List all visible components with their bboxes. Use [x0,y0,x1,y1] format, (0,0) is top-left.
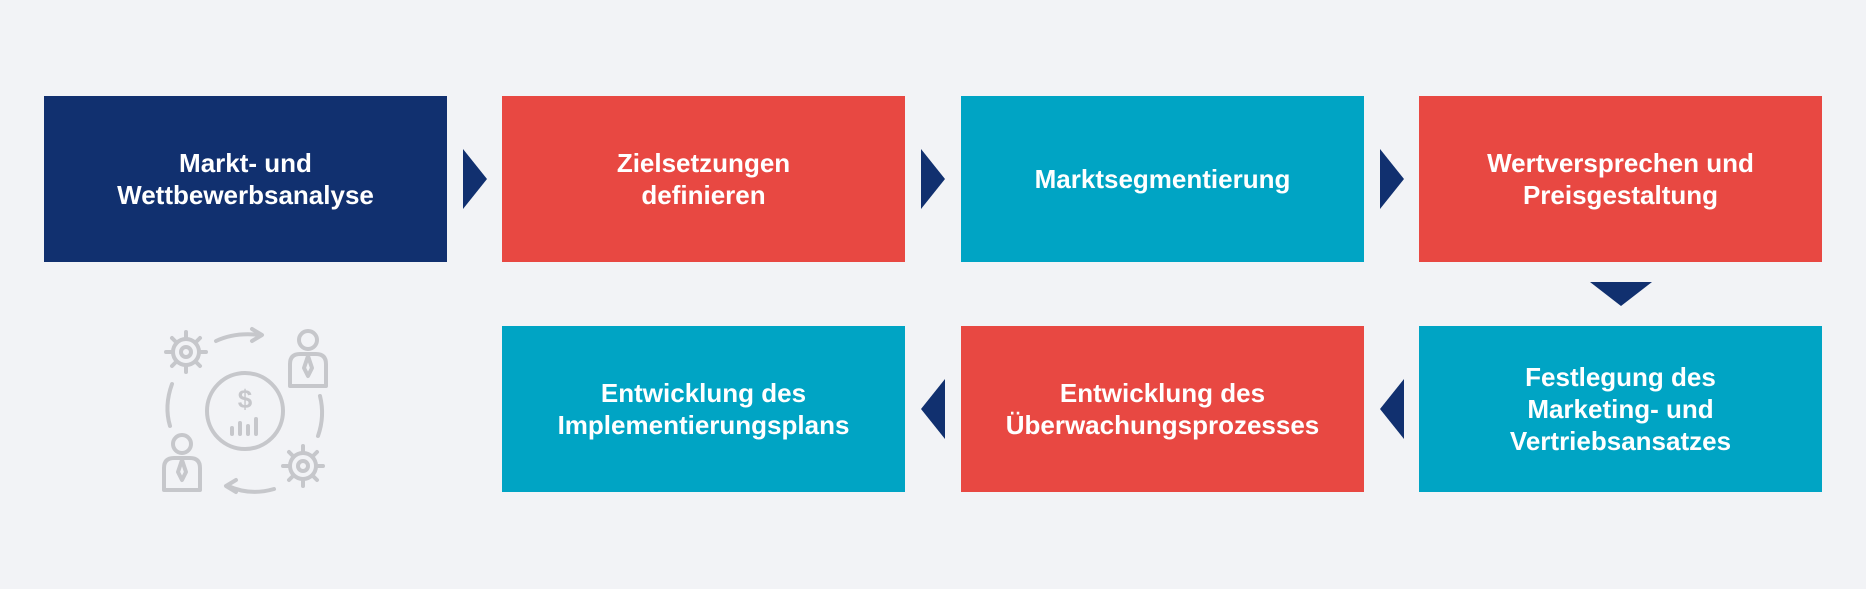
step-label-1: Markt- und Wettbewerbsanalyse [117,148,374,210]
step-label-6: Entwicklung des Überwachungsprozesses [1005,378,1320,440]
arrow-right-icon [1380,149,1404,209]
step-box-5: Festlegung des Marketing- und Vertriebsa… [1419,326,1822,492]
svg-text:$: $ [238,384,253,414]
step-label-7: Entwicklung des Implementierungsplans [557,378,850,440]
step-box-7: Entwicklung des Implementierungsplans [502,326,905,492]
step-box-2: Zielsetzungen definieren [502,96,905,262]
business-cycle-icon: $ [162,327,328,494]
gear-icon [281,444,325,488]
person-icon [162,433,202,492]
step-box-6: Entwicklung des Überwachungsprozesses [961,326,1364,492]
step-box-3: Marktsegmentierung [961,96,1364,262]
step-box-4: Wertversprechen und Preisgestaltung [1419,96,1822,262]
person-icon [288,329,328,388]
arrow-right-icon [921,149,945,209]
gear-icon [164,330,208,374]
step-box-1: Markt- und Wettbewerbsanalyse [44,96,447,262]
step-label-4: Wertversprechen und Preisgestaltung [1487,148,1754,210]
dollar-coin-icon: $ [205,371,285,451]
arrow-left-icon [1380,379,1404,439]
step-label-2: Zielsetzungen definieren [616,148,791,210]
cycle-arrows-icon [165,327,325,494]
arrow-left-icon [921,379,945,439]
step-label-3: Marktsegmentierung [1034,164,1291,194]
arrow-down-icon [1590,282,1652,306]
step-label-5: Festlegung des Marketing- und Vertriebsa… [1509,362,1732,456]
arrow-right-icon [463,149,487,209]
